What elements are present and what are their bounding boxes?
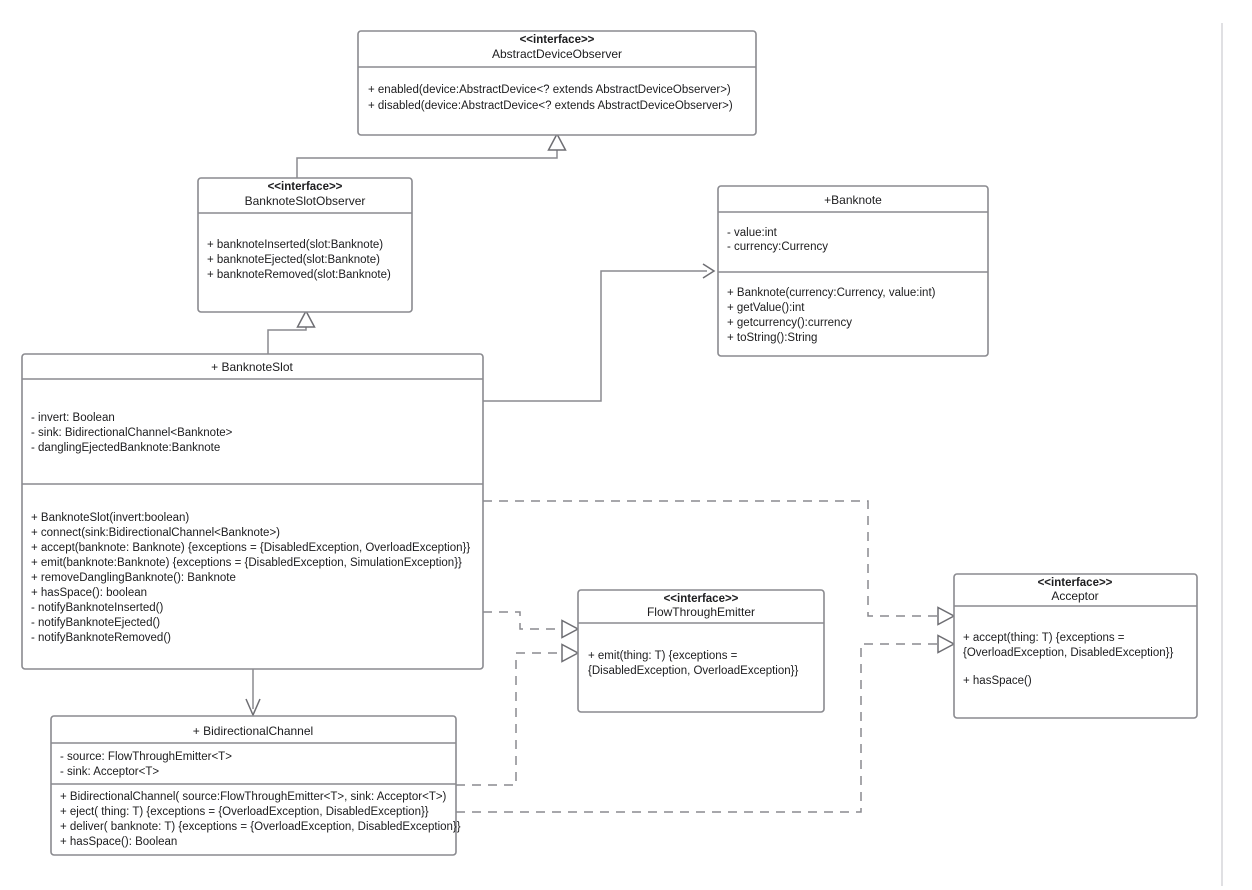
class-method: + emit(banknote:Banknote) {exceptions = … — [31, 557, 462, 569]
class-method: {DisabledException, OverloadException}} — [588, 665, 798, 677]
class-method: + Banknote(currency:Currency, value:int) — [727, 287, 936, 299]
class-method: + enabled(device:AbstractDevice<? extend… — [368, 84, 731, 96]
class-attribute: - currency:Currency — [727, 241, 828, 253]
edge-generalization-slot — [267, 309, 316, 354]
class-box-abstract-device-observer[interactable]: <<interface>> AbstractDeviceObserver + e… — [357, 30, 757, 136]
class-attribute: - sink: BidirectionalChannel<Banknote> — [31, 427, 233, 439]
class-method: + accept(thing: T) {exceptions = — [963, 632, 1125, 644]
class-method: - notifyBanknoteEjected() — [31, 617, 160, 629]
class-method: - notifyBanknoteRemoved() — [31, 632, 171, 644]
class-attribute: - invert: Boolean — [31, 412, 115, 424]
class-method: + hasSpace() — [963, 675, 1032, 687]
class-method: + eject( thing: T) {exceptions = {Overlo… — [60, 806, 429, 818]
class-name: + BidirectionalChannel — [193, 724, 313, 738]
class-method: + hasSpace(): boolean — [31, 587, 147, 599]
edge-realization-slot-emitter — [483, 611, 580, 639]
class-method: + getcurrency():currency — [727, 317, 852, 329]
class-method: + banknoteRemoved(slot:Banknote) — [207, 269, 391, 281]
edge-realization-channel-acceptor — [456, 634, 956, 813]
class-method: + toString():String — [727, 332, 817, 344]
class-name: Acceptor — [1051, 589, 1098, 603]
edge-realization-slot-acceptor — [483, 500, 956, 626]
class-method: + removeDanglingBanknote(): Banknote — [31, 572, 236, 584]
class-box-acceptor[interactable]: <<interface>> Acceptor + accept(thing: T… — [953, 573, 1198, 719]
class-name: + BanknoteSlot — [211, 360, 293, 374]
class-method: + disabled(device:AbstractDevice<? exten… — [368, 100, 733, 112]
class-box-bidirectional-channel[interactable]: + BidirectionalChannel - source: FlowThr… — [50, 715, 461, 856]
class-method: + deliver( banknote: T) {exceptions = {O… — [60, 821, 461, 833]
class-attribute: - source: FlowThroughEmitter<T> — [60, 751, 232, 763]
class-box-flow-through-emitter[interactable]: <<interface>> FlowThroughEmitter + emit(… — [577, 589, 825, 713]
class-box-banknote-slot[interactable]: + BanknoteSlot - invert: Boolean - sink:… — [21, 353, 484, 670]
class-method: + accept(banknote: Banknote) {exceptions… — [31, 542, 470, 554]
edge-realization-channel-emitter — [456, 643, 580, 786]
class-name: BanknoteSlotObserver — [245, 194, 366, 208]
class-name: +Banknote — [824, 193, 882, 207]
class-box-banknote-slot-observer[interactable]: <<interface>> BanknoteSlotObserver + ban… — [197, 177, 413, 313]
class-method: - notifyBanknoteInserted() — [31, 602, 163, 614]
class-method: + hasSpace(): Boolean — [60, 836, 177, 848]
class-attribute: - value:int — [727, 227, 778, 239]
class-stereotype: <<interface>> — [1038, 577, 1113, 589]
class-box-banknote[interactable]: +Banknote - value:int - currency:Currenc… — [717, 185, 989, 357]
class-method: + banknoteInserted(slot:Banknote) — [207, 239, 383, 251]
class-method: + emit(thing: T) {exceptions = — [588, 650, 738, 662]
class-method: + BanknoteSlot(invert:boolean) — [31, 512, 189, 524]
class-method: {OverloadException, DisabledException}} — [963, 647, 1173, 659]
class-method: + BidirectionalChannel( source:FlowThrou… — [60, 791, 447, 803]
class-name: AbstractDeviceObserver — [492, 47, 622, 61]
class-attribute: - danglingEjectedBanknote:Banknote — [31, 442, 220, 454]
class-attribute: - sink: Acceptor<T> — [60, 766, 159, 778]
class-stereotype: <<interface>> — [664, 593, 739, 605]
edge-association-channel — [245, 669, 261, 717]
class-name: FlowThroughEmitter — [647, 605, 755, 619]
class-method: + banknoteEjected(slot:Banknote) — [207, 254, 380, 266]
edge-association-banknote — [483, 263, 716, 402]
edge-generalization-observer — [296, 132, 567, 178]
class-stereotype: <<interface>> — [520, 34, 595, 46]
class-method: + getValue():int — [727, 302, 805, 314]
class-stereotype: <<interface>> — [268, 181, 343, 193]
class-method: + connect(sink:BidirectionalChannel<Bank… — [31, 527, 280, 539]
